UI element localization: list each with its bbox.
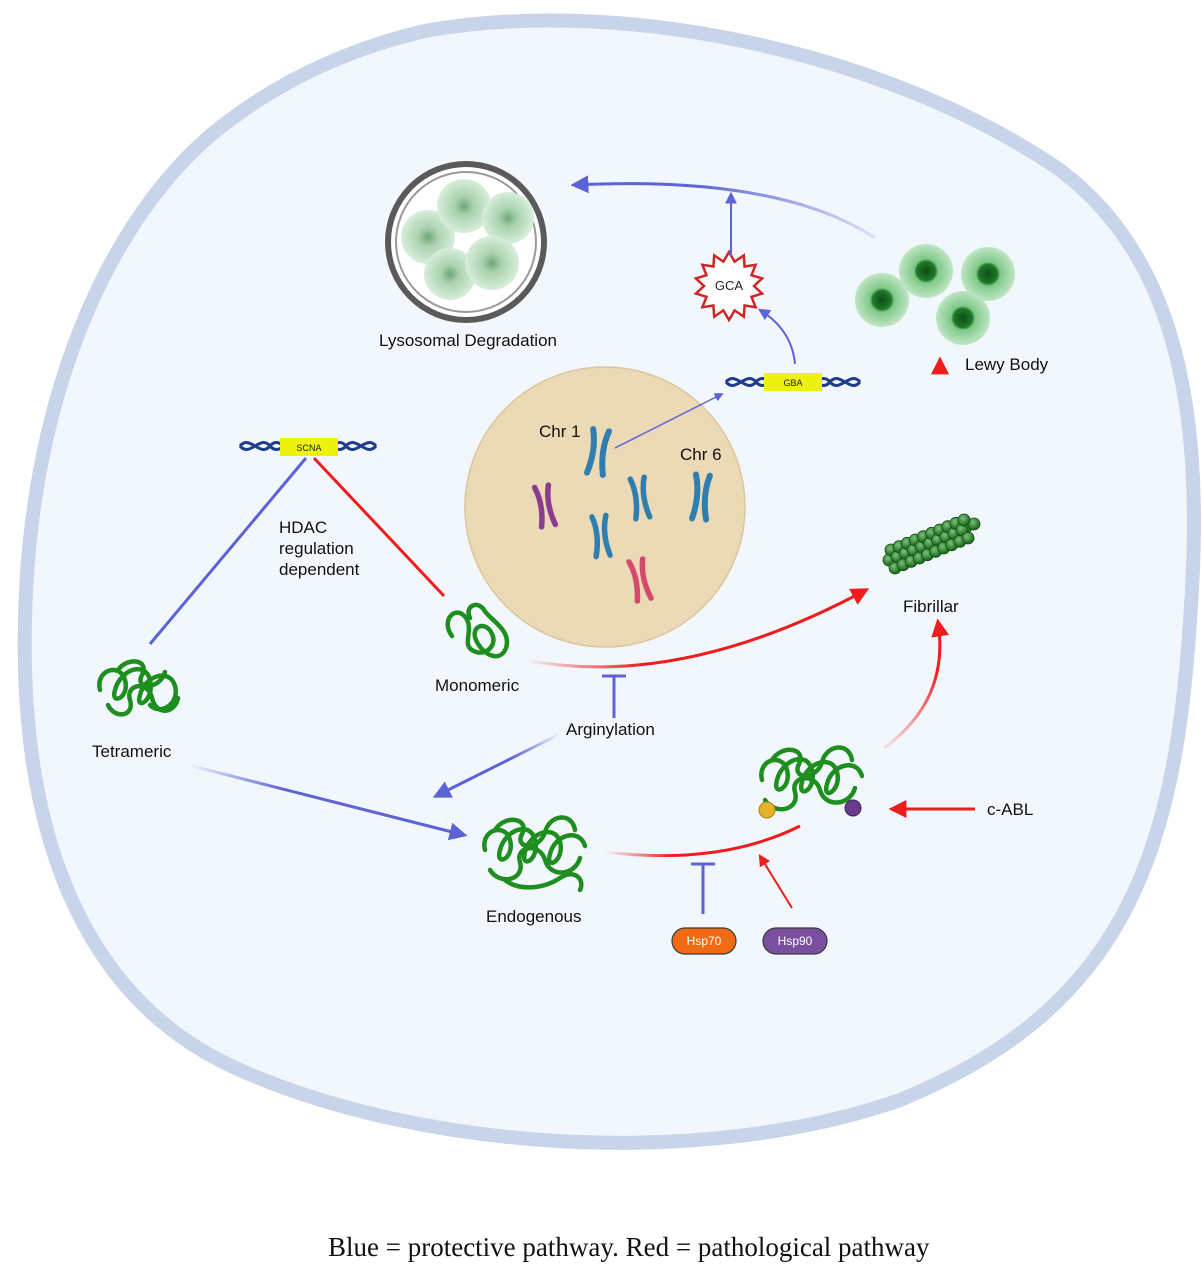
scna-to-tetrameric-line xyxy=(148,457,308,645)
nucleus xyxy=(464,366,746,648)
chr1-label: Chr 1 xyxy=(539,422,581,441)
lewy-body xyxy=(855,244,1015,345)
hdac-label-line2: regulation xyxy=(279,539,354,558)
chromosome-blue-a xyxy=(627,474,653,522)
endogenous-to-phosphorylated-curve xyxy=(604,824,801,858)
endogenous-label: Endogenous xyxy=(486,907,581,926)
hsp90-arrow xyxy=(758,853,793,909)
arginylation-to-endogenous-arrow xyxy=(432,732,561,798)
fibrillar-label: Fibrillar xyxy=(903,597,959,616)
hsp70-label: Hsp70 xyxy=(687,934,722,948)
legend-caption: Blue = protective pathway. Red = patholo… xyxy=(328,1232,930,1262)
hsp90-badge: Hsp90 xyxy=(762,927,828,955)
scna-to-monomeric-line xyxy=(312,456,446,598)
gba-label: GBA xyxy=(783,378,802,388)
scna-gene: SCNA xyxy=(238,438,378,456)
monomeric-label: Monomeric xyxy=(435,676,520,695)
hdac-label-line1: HDAC xyxy=(279,518,327,537)
chromosome-purple xyxy=(531,482,559,530)
chromosome-blue-b xyxy=(589,512,613,560)
chr6-label: Chr 6 xyxy=(680,445,722,464)
endogenous-protein xyxy=(482,815,588,893)
arginylation-label: Arginylation xyxy=(566,720,655,739)
fibrillar-aggregate xyxy=(882,513,981,575)
phosphate-purple xyxy=(844,799,862,817)
chromosome-chr1 xyxy=(584,426,612,478)
gba-to-gca-arrow xyxy=(757,308,796,365)
phosphorylated-aggregate xyxy=(759,745,865,812)
fibril-bead xyxy=(961,531,975,545)
gba-gene: GBA xyxy=(724,373,862,391)
scna-label: SCNA xyxy=(296,443,321,453)
lysosome xyxy=(385,161,547,323)
lewy-body-label: Lewy Body xyxy=(965,355,1049,374)
phosphorylated-to-fibrillar-arrow xyxy=(883,618,950,750)
tetrameric-to-endogenous-arrow xyxy=(187,763,468,841)
hsp90-label: Hsp90 xyxy=(778,934,813,948)
fibril-bead xyxy=(957,513,971,527)
tetrameric-protein xyxy=(97,659,181,717)
cabl-label: c-ABL xyxy=(987,800,1033,819)
chromosome-red xyxy=(626,556,654,604)
chr1-to-gba-arrow xyxy=(614,393,724,449)
gca-enzyme: GCA xyxy=(693,249,765,323)
tetrameric-label: Tetrameric xyxy=(92,742,172,761)
monomeric-protein xyxy=(445,602,510,659)
lysosomal-degradation-label: Lysosomal Degradation xyxy=(379,331,557,350)
phosphate-yellow xyxy=(758,801,776,819)
monomeric-to-fibrillar-arrow xyxy=(524,588,870,669)
hsp70-badge: Hsp70 xyxy=(671,927,737,955)
gca-label: GCA xyxy=(715,278,744,293)
hdac-label-line3: dependent xyxy=(279,560,360,579)
lewy-to-lysosome-arrow xyxy=(570,175,876,240)
chromosome-chr6 xyxy=(689,471,713,523)
